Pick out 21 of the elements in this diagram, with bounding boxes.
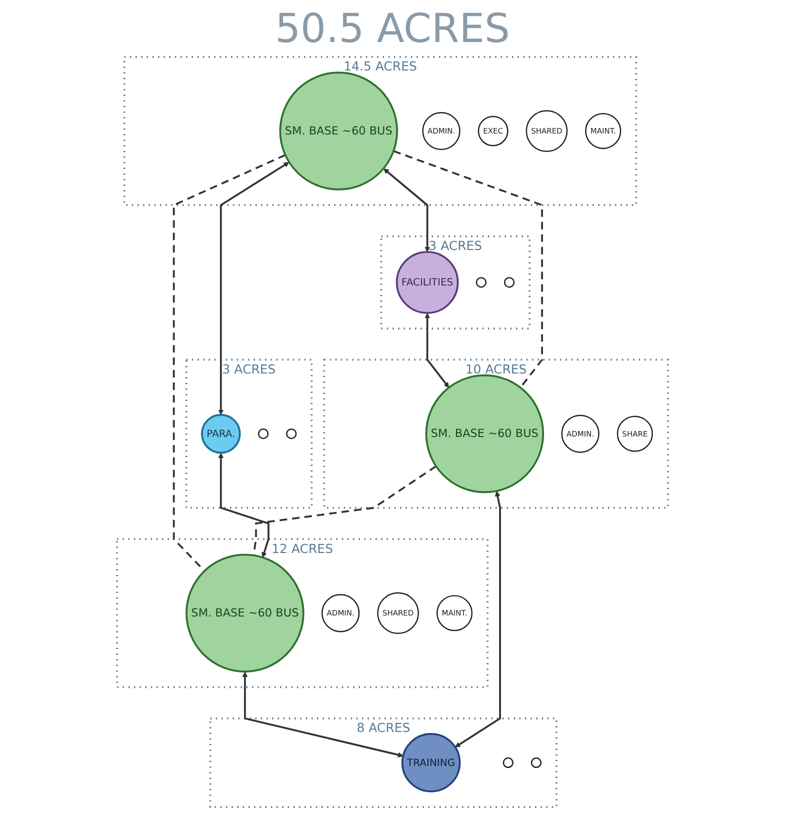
node-circle: FACILITIES bbox=[396, 250, 459, 314]
node-circle bbox=[530, 757, 542, 768]
node-circle bbox=[502, 757, 514, 768]
node-circle: SM. BASE ~60 BUS bbox=[425, 374, 544, 494]
node-circle bbox=[504, 277, 515, 288]
arrow bbox=[424, 312, 450, 388]
arrow bbox=[454, 491, 501, 748]
node-circle bbox=[258, 428, 269, 440]
connector bbox=[393, 150, 543, 388]
node-circle bbox=[476, 277, 486, 288]
node-circle: SM. BASE ~60 BUS bbox=[186, 554, 304, 672]
node-circle bbox=[286, 428, 297, 440]
arrow bbox=[242, 672, 404, 758]
arrow bbox=[218, 162, 290, 416]
node-circle: TRAINING bbox=[401, 733, 461, 792]
connector bbox=[252, 465, 437, 556]
arrow bbox=[218, 452, 270, 558]
diagram-title: 50.5 ACRES bbox=[274, 6, 511, 52]
arrow bbox=[383, 168, 430, 252]
node-circle: SM. BASE ~60 BUS bbox=[279, 72, 398, 190]
node-circle: PARA. bbox=[200, 414, 241, 454]
